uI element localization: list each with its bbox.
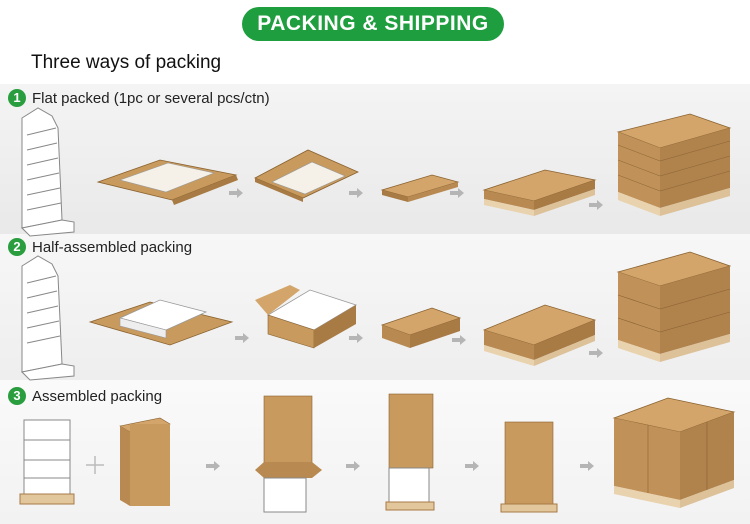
display-stand-icon-2	[22, 256, 74, 380]
half-open-flat-carton-icon	[255, 150, 358, 202]
display-stand-icon	[22, 108, 74, 236]
carton-sliding-over-stand-icon	[255, 396, 322, 512]
closed-carton-icon	[382, 308, 460, 348]
open-carton-inserts-icon	[255, 285, 356, 348]
pallet-cartons-row-icon	[484, 305, 595, 366]
tall-carton-icon	[120, 418, 170, 506]
open-carton-with-inserts-icon	[90, 300, 232, 345]
open-flat-carton-icon	[98, 160, 238, 205]
carton-over-stand-icon	[386, 394, 434, 510]
pallet-assembled-cartons-icon	[614, 398, 734, 508]
pallet-stacked-flat-cartons-icon	[618, 114, 730, 216]
pallet-stacked-cartons-icon	[618, 252, 730, 362]
assembled-stand-icon	[20, 420, 74, 504]
pallet-flat-cartons-icon	[484, 170, 595, 216]
closed-flat-carton-icon	[382, 175, 458, 202]
plus-icon	[86, 456, 104, 474]
packed-carton-on-pallet-icon	[501, 422, 557, 512]
